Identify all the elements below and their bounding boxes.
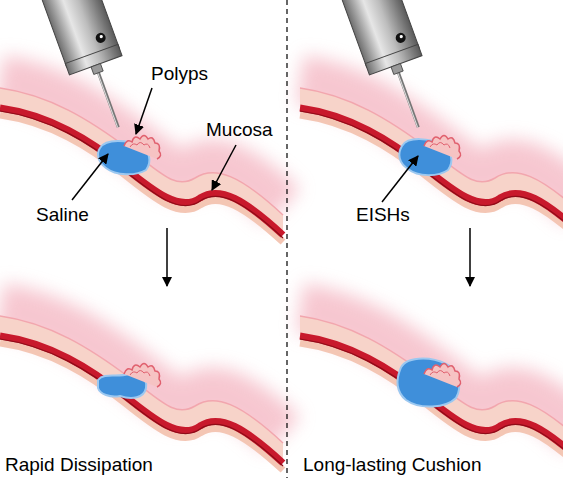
- part-label: Polyps: [151, 63, 208, 85]
- part-label: Saline: [36, 204, 89, 226]
- panel-caption: Long-lasting Cushion: [303, 454, 482, 476]
- part-label: Mucosa: [206, 119, 273, 141]
- panel-caption: Rapid Dissipation: [5, 454, 153, 476]
- part-label: EISHs: [356, 204, 410, 226]
